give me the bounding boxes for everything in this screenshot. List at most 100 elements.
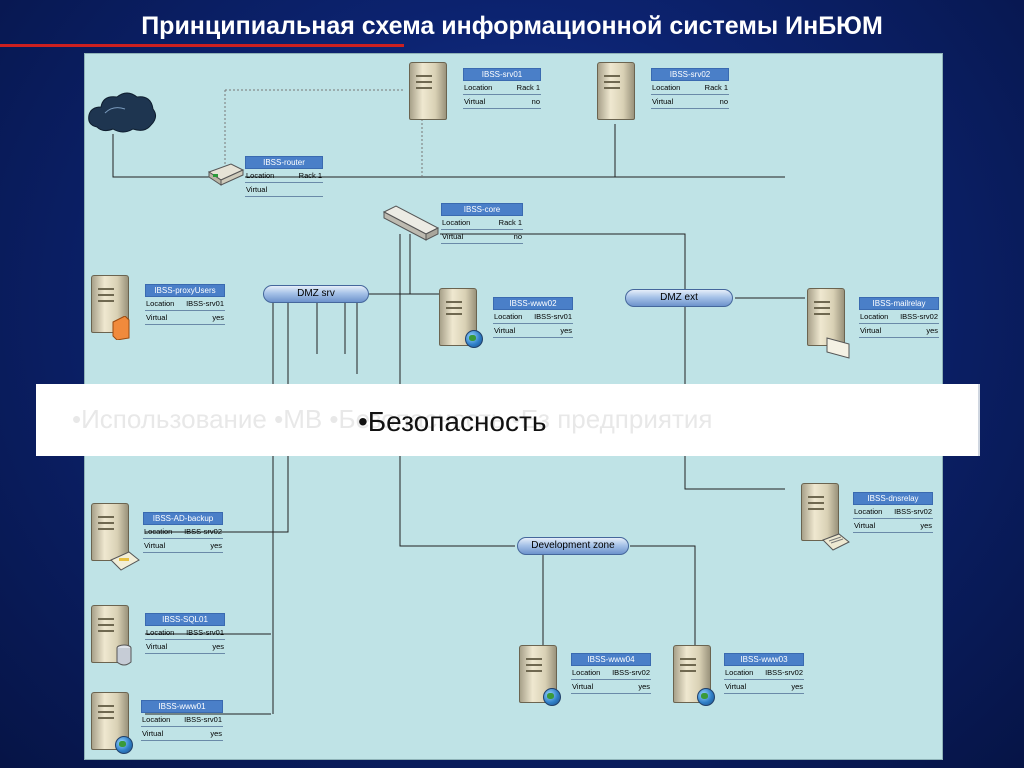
card-value: no <box>513 232 522 241</box>
card-value: IBSS-srv01 <box>534 312 572 321</box>
title-underline <box>0 44 404 47</box>
card-www02: IBSS-www02 Location IBSS-srv01 Virtual yes <box>493 297 573 338</box>
card-value: yes <box>210 541 222 550</box>
card-title: IBSS-core <box>441 203 523 216</box>
globe-icon <box>115 736 133 754</box>
card-sql01: IBSS-SQL01 Location IBSS-srv01 Virtual yes <box>145 613 225 654</box>
card-label: Virtual <box>246 185 268 194</box>
card-label: Location <box>442 218 471 227</box>
card-label: Location <box>146 299 175 308</box>
card-title: IBSS-dnsrelay <box>853 492 933 505</box>
card-label: Location <box>860 312 889 321</box>
card-value: yes <box>212 642 224 651</box>
card-mailrelay: IBSS-mailrelay Location IBSS-srv02 Virtua… <box>859 297 939 338</box>
card-label: Location <box>494 312 523 321</box>
card-title: IBSS-srv02 <box>651 68 729 81</box>
card-value: Rack 1 <box>516 83 540 92</box>
card-value: IBSS-srv02 <box>184 527 222 536</box>
backup-tape-icon <box>110 551 140 571</box>
card-value: no <box>719 97 728 106</box>
card-value: IBSS-srv02 <box>894 507 932 516</box>
card-value: IBSS-srv01 <box>186 299 224 308</box>
card-label: Virtual <box>494 326 516 335</box>
network-dev-zone: Development zone <box>517 537 629 555</box>
card-value: IBSS-srv02 <box>612 668 650 677</box>
card-title: IBSS-www01 <box>141 700 223 713</box>
server-mailrelay-icon <box>803 282 849 346</box>
card-title: IBSS-SQL01 <box>145 613 225 626</box>
card-label: Location <box>572 668 601 677</box>
card-value: yes <box>926 326 938 335</box>
card-label: Virtual <box>854 521 876 530</box>
card-label: Virtual <box>572 682 594 691</box>
card-title: IBSS-mailrelay <box>859 297 939 310</box>
card-value: IBSS-srv02 <box>765 668 803 677</box>
card-label: Location <box>142 715 171 724</box>
card-adbackup: IBSS-AD-backup Location IBSS-srv02 Virtua… <box>143 512 223 553</box>
core-switch-icon <box>382 205 440 241</box>
card-value: Rack 1 <box>704 83 728 92</box>
card-label: Location <box>464 83 493 92</box>
card-label: Virtual <box>860 326 882 335</box>
server-dnsrelay-icon <box>797 477 843 541</box>
card-value: yes <box>791 682 803 691</box>
server-adbackup-icon <box>87 497 133 561</box>
card-label: Location <box>144 527 173 536</box>
card-www01: IBSS-www01 Location IBSS-srv01 Virtual yes <box>141 700 223 741</box>
card-value: IBSS-srv01 <box>184 715 222 724</box>
globe-icon <box>465 330 483 348</box>
card-value: yes <box>920 521 932 530</box>
card-label: Location <box>652 83 681 92</box>
internet-cloud-icon <box>88 92 157 133</box>
globe-icon <box>697 688 715 706</box>
firewall-icon <box>112 316 130 340</box>
database-icon <box>116 644 132 666</box>
card-label: Virtual <box>725 682 747 691</box>
card-label: Virtual <box>146 642 168 651</box>
card-title: IBSS-router <box>245 156 323 169</box>
globe-icon <box>543 688 561 706</box>
card-www04: IBSS-www04 Location IBSS-srv02 Virtual yes <box>571 653 651 694</box>
card-label: Virtual <box>142 729 164 738</box>
overlay-banner <box>36 384 980 456</box>
bullet-text: •Безопасность <box>358 406 547 437</box>
mail-icon <box>826 337 850 359</box>
card-title: IBSS-srv01 <box>463 68 541 81</box>
card-router: IBSS-router Location Rack 1 Virtual <box>245 156 323 197</box>
server-srv01-icon <box>405 56 451 120</box>
dns-device-icon <box>822 533 850 551</box>
card-value: Rack 1 <box>298 171 322 180</box>
card-label: Virtual <box>144 541 166 550</box>
card-label: Virtual <box>442 232 464 241</box>
card-srv01: IBSS-srv01 Location Rack 1 Virtual no <box>463 68 541 109</box>
card-label: Location <box>146 628 175 637</box>
ghost-text: •Использование •МВ •Безопасность •Ез пре… <box>72 404 713 434</box>
card-title: IBSS-AD-backup <box>143 512 223 525</box>
card-value: yes <box>638 682 650 691</box>
card-value: yes <box>560 326 572 335</box>
card-label: Virtual <box>146 313 168 322</box>
card-label: Location <box>725 668 754 677</box>
card-www03: IBSS-www03 Location IBSS-srv02 Virtual yes <box>724 653 804 694</box>
card-title: IBSS-www03 <box>724 653 804 666</box>
card-label: Virtual <box>464 97 486 106</box>
card-label: Location <box>854 507 883 516</box>
server-srv02-icon <box>593 56 639 120</box>
server-www03-icon <box>669 639 715 703</box>
card-value: no <box>531 97 540 106</box>
card-value: Rack 1 <box>498 218 522 227</box>
card-value: yes <box>212 313 224 322</box>
router-icon <box>207 163 245 186</box>
card-value: yes <box>210 729 222 738</box>
card-dnsrelay: IBSS-dnsrelay Location IBSS-srv02 Virtual… <box>853 492 933 533</box>
card-title: IBSS-www04 <box>571 653 651 666</box>
page-title: Принципиальная схема информационной сист… <box>141 12 883 40</box>
card-core: IBSS-core Location Rack 1 Virtual no <box>441 203 523 244</box>
card-value: IBSS-srv01 <box>186 628 224 637</box>
card-title: IBSS-www02 <box>493 297 573 310</box>
card-value: IBSS-srv02 <box>900 312 938 321</box>
network-dmz-srv: DMZ srv <box>263 285 369 303</box>
card-label: Location <box>246 171 275 180</box>
